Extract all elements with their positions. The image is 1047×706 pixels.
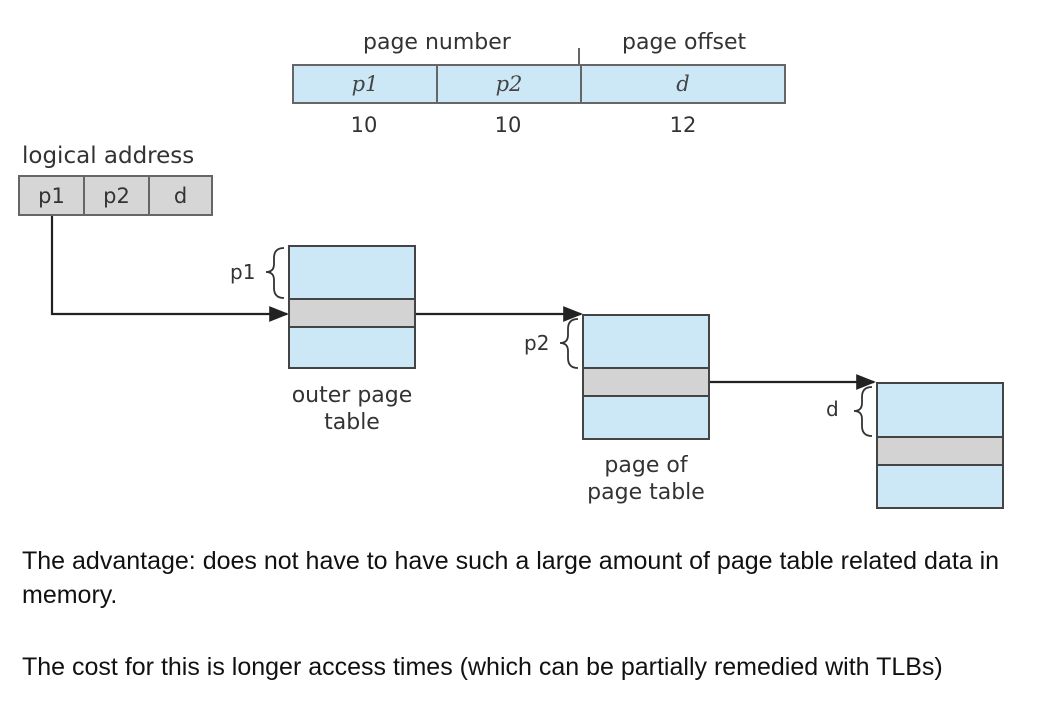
format-field-d: d	[676, 72, 690, 96]
inner-table-caption-line1: page of	[604, 453, 688, 478]
bits-p1: 10	[350, 113, 378, 137]
cost-note: The cost for this is longer access times…	[22, 653, 943, 681]
brace-p1	[265, 247, 285, 299]
outer-index-label: p1	[230, 260, 256, 284]
brace-p2	[559, 318, 579, 369]
inner-table-caption-line2: page table	[587, 480, 705, 505]
outer-table-caption-line2: table	[324, 410, 380, 435]
logical-field-p2: p2	[85, 177, 150, 214]
logical-address-label: logical address	[22, 143, 195, 169]
page-number-label: page number	[363, 30, 511, 55]
arrow-to-outer-table	[50, 216, 289, 322]
outer-page-table	[288, 245, 416, 369]
outer-table-selected-entry	[290, 298, 414, 328]
format-field-p1: p1	[294, 66, 438, 102]
page-of-page-table	[582, 314, 710, 440]
logical-field-p1: p1	[20, 177, 85, 214]
inner-index-label: p2	[524, 331, 550, 355]
outer-table-caption-line1: outer page	[291, 383, 413, 408]
bits-d: 12	[669, 113, 697, 137]
page-selected-entry	[878, 436, 1002, 466]
page-number-offset-divider	[578, 48, 580, 66]
page-index-label: d	[826, 397, 839, 421]
page-offset-label: page offset	[622, 30, 747, 55]
logical-field-d: d	[173, 183, 188, 208]
bits-p2: 10	[494, 113, 522, 137]
logical-address-box: p1 p2 d	[18, 175, 213, 216]
advantage-note: The advantage: does not have to have suc…	[22, 547, 1000, 609]
outer-table-caption: outer page table	[262, 382, 442, 436]
inner-table-selected-entry	[584, 367, 708, 397]
memory-page	[876, 382, 1004, 509]
brace-d	[853, 386, 873, 437]
inner-table-caption: page of page table	[556, 452, 736, 506]
format-field-p2: p2	[438, 66, 582, 102]
address-format-bar: p1 p2 d	[292, 64, 786, 104]
